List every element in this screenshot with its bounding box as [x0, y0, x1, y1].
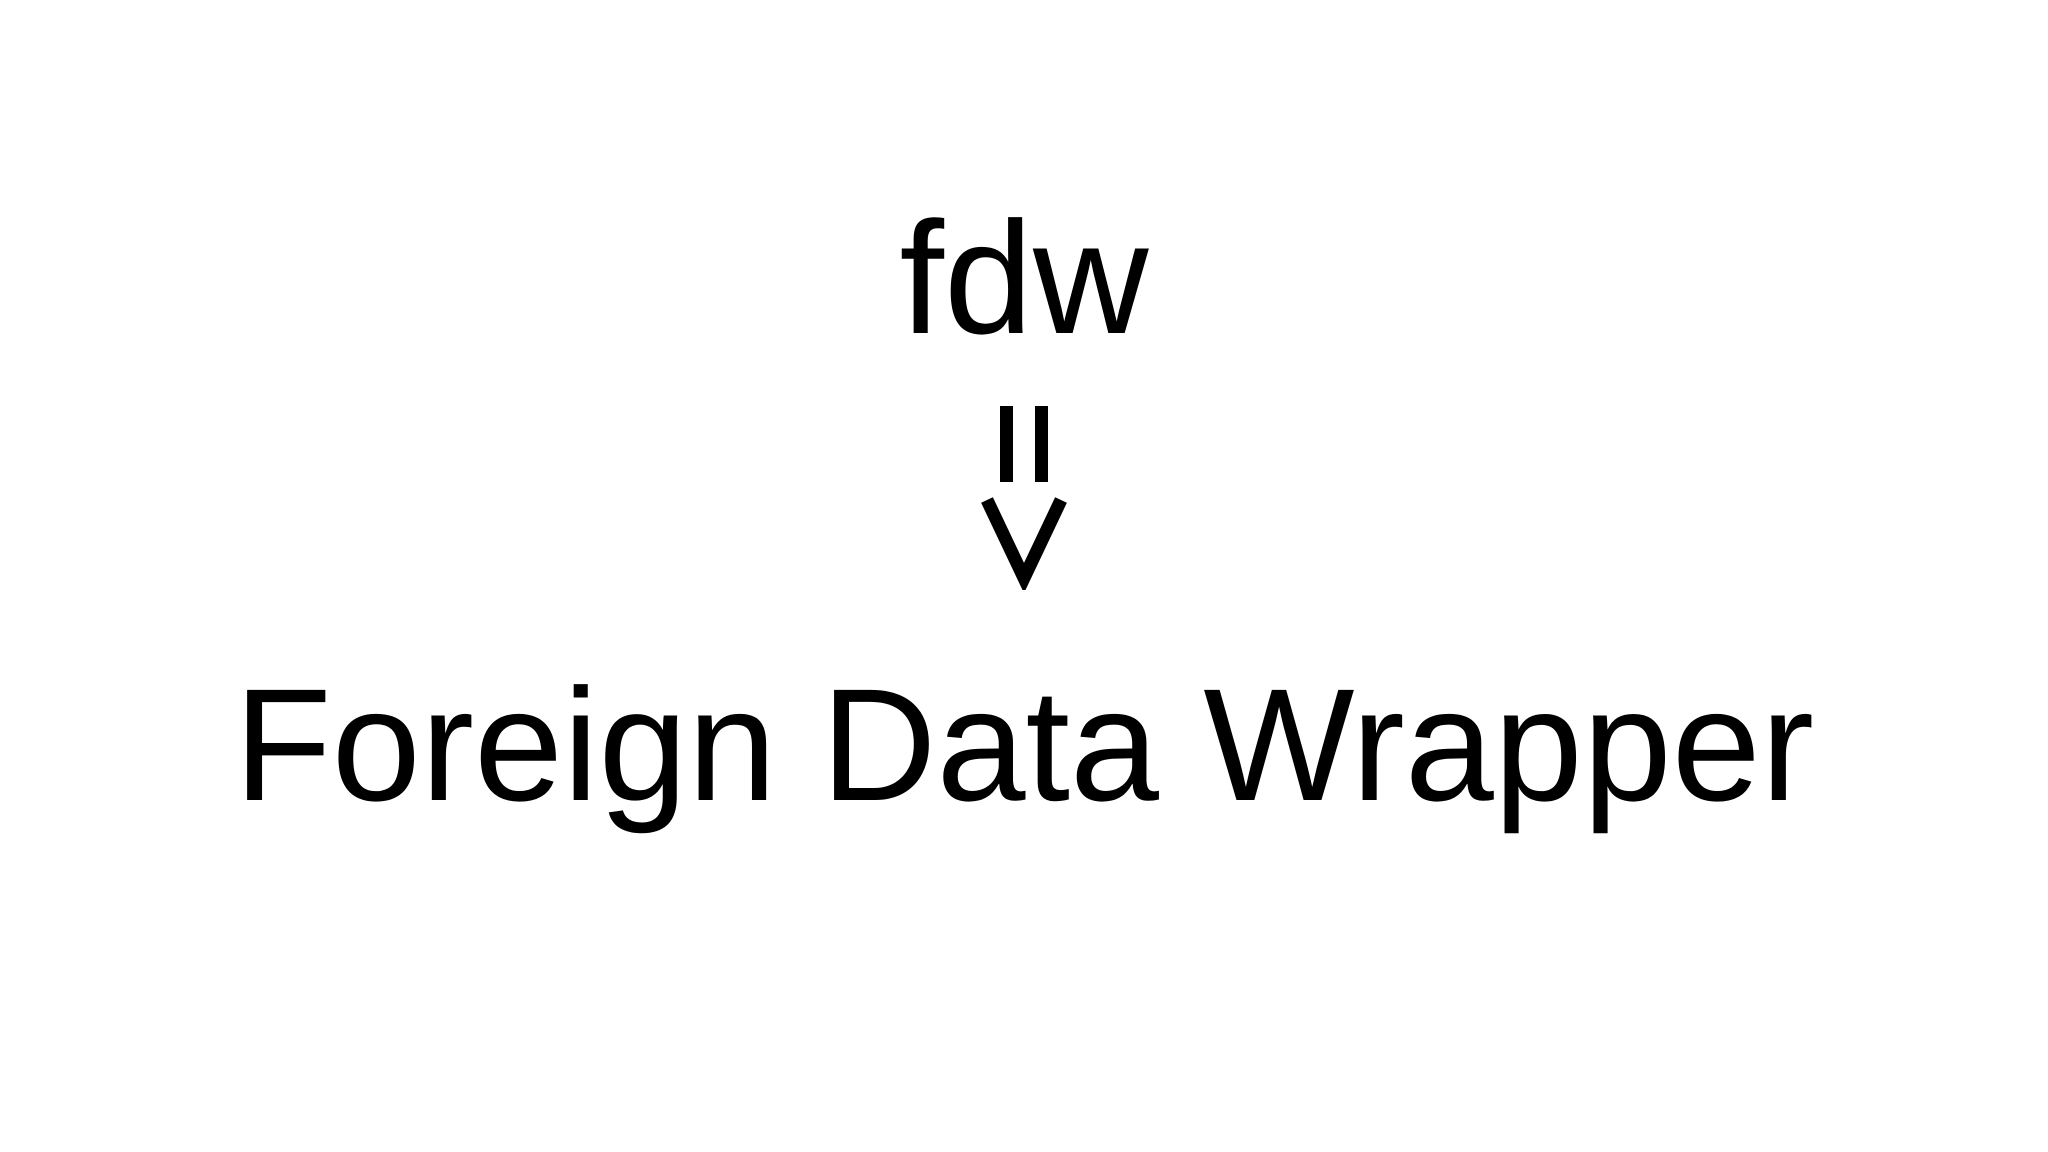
double-line-down-arrow-icon	[0, 400, 2048, 590]
expansion-text: Foreign Data Wrapper	[234, 655, 1814, 834]
abbreviation-text: fdw	[899, 188, 1149, 367]
